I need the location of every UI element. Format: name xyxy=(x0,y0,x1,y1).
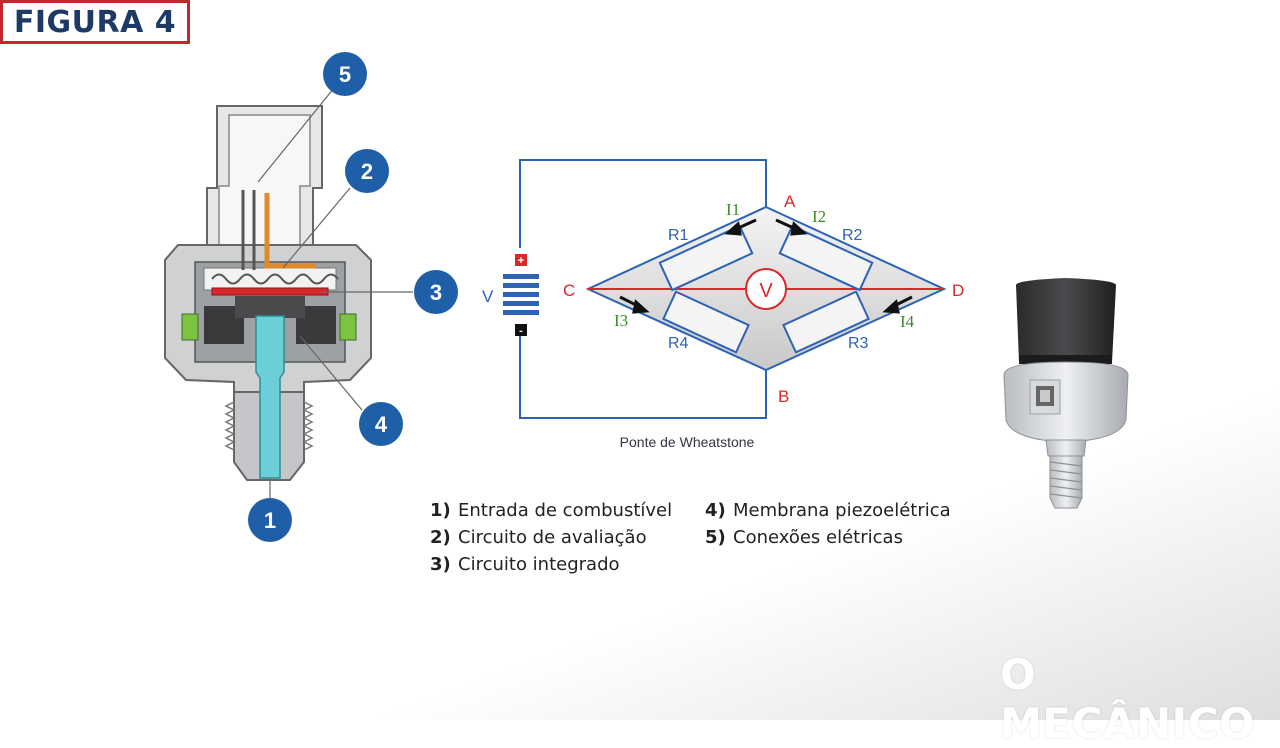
legend-num: 1) xyxy=(430,500,451,521)
voltmeter-label: V xyxy=(759,280,773,302)
callout-5: 5 xyxy=(323,52,367,96)
node-d: D xyxy=(952,281,964,300)
resistor-r3 xyxy=(782,290,870,354)
legend-num: 2) xyxy=(430,527,451,548)
wheatstone-bridge: V A B C D R1 R2 R3 R4 I1 I2 I3 I4 + xyxy=(482,159,964,450)
battery-minus: - xyxy=(519,325,523,337)
callout-3-text: 3 xyxy=(430,280,442,305)
legend-text: Conexões elétricas xyxy=(733,527,903,548)
resistor-r4 xyxy=(662,290,750,354)
leader-4 xyxy=(299,335,363,411)
legend-item-2: 2) Circuito de avaliação xyxy=(430,524,672,551)
callout-4-text: 4 xyxy=(375,412,388,437)
legend-item-4: 4) Membrana piezoelétrica xyxy=(705,497,951,524)
label-r2: R2 xyxy=(842,227,863,244)
watermark-logo: O MECÂNICO xyxy=(1000,650,1256,748)
legend-text: Circuito integrado xyxy=(458,554,620,575)
callout-1-text: 1 xyxy=(264,508,276,533)
callout-2: 2 xyxy=(345,149,389,193)
resistor-r1 xyxy=(658,224,754,292)
resistor-r2 xyxy=(778,224,874,292)
label-i3: I3 xyxy=(614,311,628,330)
fuel-channel xyxy=(255,315,285,479)
label-i2: I2 xyxy=(812,207,826,226)
legend-col1: 1) Entrada de combustível 2) Circuito de a… xyxy=(430,497,672,578)
callout-4: 4 xyxy=(359,402,403,446)
legend-item-1: 1) Entrada de combustível xyxy=(430,497,672,524)
legend-item-3: 3) Circuito integrado xyxy=(430,551,672,578)
callout-5-text: 5 xyxy=(339,62,351,87)
sensor-cutaway xyxy=(164,105,372,481)
callouts: 5 2 3 4 1 xyxy=(248,52,458,542)
diagram-canvas: 5 2 3 4 1 V A xyxy=(164,52,1129,542)
node-a: A xyxy=(784,192,796,211)
label-i1: I1 xyxy=(726,200,740,219)
legend-text: Circuito de avaliação xyxy=(458,527,647,548)
wire-top xyxy=(519,159,767,248)
legend-col2: 4) Membrana piezoelétrica 5) Conexões elét… xyxy=(705,497,951,551)
battery-plus: + xyxy=(518,255,524,267)
label-r3: R3 xyxy=(848,335,869,352)
sensor-photo xyxy=(1003,278,1129,509)
legend-num: 3) xyxy=(430,554,451,575)
battery: + - V xyxy=(482,254,539,337)
source-label: V xyxy=(482,287,494,306)
legend-num: 5) xyxy=(705,527,726,548)
node-b: B xyxy=(778,387,789,406)
label-i4: I4 xyxy=(900,312,915,331)
legend-item-5: 5) Conexões elétricas xyxy=(705,524,951,551)
figure-label-box: FIGURA 4 xyxy=(0,0,190,44)
bridge-caption: Ponte de Wheatstone xyxy=(620,434,755,450)
callout-2-text: 2 xyxy=(361,159,373,184)
label-r4: R4 xyxy=(668,335,689,352)
callout-1: 1 xyxy=(248,498,292,542)
leader-5 xyxy=(257,87,335,183)
wire-bottom xyxy=(519,336,767,419)
voltmeter xyxy=(745,268,787,310)
legend-text: Entrada de combustível xyxy=(458,500,673,521)
legend-num: 4) xyxy=(705,500,726,521)
callout-3: 3 xyxy=(414,270,458,314)
label-r1: R1 xyxy=(668,227,689,244)
legend-text: Membrana piezoelétrica xyxy=(733,500,951,521)
leader-2 xyxy=(282,187,351,269)
node-c: C xyxy=(563,281,575,300)
figure-label: FIGURA 4 xyxy=(13,4,177,40)
